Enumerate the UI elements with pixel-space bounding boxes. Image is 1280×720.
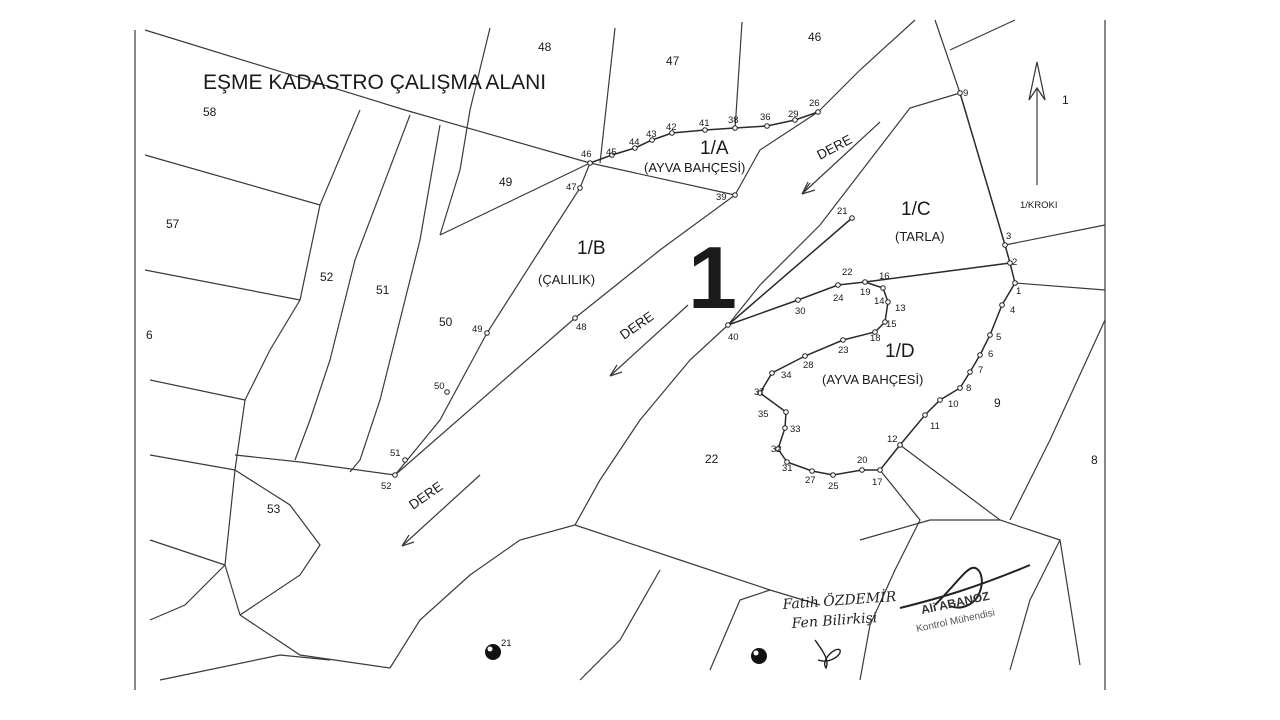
subparcel-1b-code: 1/B — [577, 238, 606, 259]
boundary-point-labels: 9 3 2 1 4 5 6 7 8 10 11 12 17 20 25 27 3… — [381, 88, 1021, 492]
point-label: 3 — [1006, 231, 1011, 242]
survey-markers: 21 — [485, 638, 767, 664]
point-label: 41 — [699, 118, 710, 129]
point-label: 29 — [788, 109, 799, 120]
subparcel-1d-code: 1/D — [885, 341, 915, 362]
point-label: 30 — [795, 306, 806, 317]
subparcel-1c-code: 1/C — [901, 199, 931, 220]
parcel-label: 22 — [705, 452, 719, 466]
parcel-label: 51 — [376, 283, 390, 297]
point-label: 12 — [887, 434, 898, 445]
point-label: 18 — [870, 333, 881, 344]
point-label: 2 — [1012, 257, 1017, 268]
point-label: 43 — [646, 129, 657, 140]
main-parcel-number: 1 — [688, 228, 737, 327]
point-label: 26 — [809, 98, 820, 109]
point-label: 38 — [728, 115, 739, 126]
point-label: 44 — [629, 137, 640, 148]
stream-label: DERE — [406, 479, 445, 513]
subparcel-1c-use: (TARLA) — [895, 229, 945, 244]
kroki-label: 1/KROKI — [1020, 200, 1058, 211]
point-label: 45 — [606, 147, 617, 158]
subparcel-1a-code: 1/A — [700, 138, 729, 159]
point-label: 16 — [879, 271, 890, 282]
point-label: 4 — [1010, 305, 1015, 316]
north-arrow: 1 1/KROKI — [1020, 61, 1069, 211]
parcel-label: 53 — [267, 502, 281, 516]
parcel-label: 9 — [994, 396, 1001, 410]
subparcel-1b-use: (ÇALILIK) — [538, 272, 595, 287]
point-label: 6 — [988, 349, 993, 360]
parcel-label: 58 — [203, 105, 217, 119]
point-label: 17 — [872, 477, 883, 488]
signature-block: Fatih ÖZDEMİR Fen Bilirkişi Ali ABANOZ K… — [781, 564, 1031, 670]
point-label: 27 — [805, 475, 816, 486]
parcel-label: 46 — [808, 30, 822, 44]
parcel-label: 50 — [439, 315, 453, 329]
point-label: 8 — [966, 383, 971, 394]
parcel-label: 8 — [1091, 453, 1098, 467]
point-label: 36 — [760, 112, 771, 123]
point-label: 5 — [996, 332, 1001, 343]
point-label: 48 — [576, 322, 587, 333]
flow-arrow — [801, 121, 881, 195]
point-label: 22 — [842, 267, 853, 278]
point-label: 52 — [381, 481, 392, 492]
surveyor-signature — [814, 639, 841, 670]
frame — [134, 20, 1106, 690]
parcel-label: 49 — [499, 175, 513, 189]
surveyor-title: Fen Bilirkişi — [790, 610, 878, 632]
point-label: 11 — [930, 421, 940, 432]
point-label: 1 — [1016, 286, 1021, 297]
point-label: 7 — [978, 365, 983, 376]
point-label: 31 — [782, 463, 793, 474]
point-label: 47 — [566, 182, 577, 193]
point-label: 37 — [754, 387, 765, 398]
point-label: 21 — [837, 206, 848, 217]
north-label: 1 — [1062, 93, 1069, 107]
point-label: 34 — [781, 370, 792, 381]
subparcel-boundaries — [589, 92, 1016, 476]
stream-label: DERE — [814, 132, 854, 163]
point-label: 51 — [390, 448, 401, 459]
stream-label: DERE — [617, 309, 656, 343]
point-label: 49 — [472, 324, 483, 335]
point-label: 50 — [434, 381, 445, 392]
point-label: 10 — [948, 399, 959, 410]
point-label: 40 — [728, 332, 739, 343]
parcel-label: 48 — [538, 40, 552, 54]
point-label: 20 — [857, 455, 868, 466]
point-label: 23 — [838, 345, 849, 356]
parcel-label: 52 — [320, 270, 334, 284]
controller-signature — [899, 564, 1031, 609]
neighbor-parcel-labels: 58 57 52 51 50 53 49 48 47 46 22 9 8 6 — [146, 30, 1098, 516]
point-label: 14 — [874, 296, 885, 307]
surveyor-name: Fatih ÖZDEMİR — [781, 587, 897, 613]
subparcel-labels: 1/A (AYVA BAHÇESİ) 1/B (ÇALILIK) 1/C (TA… — [538, 138, 945, 387]
point-label: 39 — [716, 192, 727, 203]
marker-label: 21 — [501, 638, 512, 649]
parcel-label: 6 — [146, 328, 153, 342]
point-label: 24 — [833, 293, 844, 304]
point-label: 13 — [895, 303, 906, 314]
parcel-label: 57 — [166, 217, 180, 231]
point-label: 33 — [790, 424, 801, 435]
parcel-label: 47 — [666, 54, 680, 68]
point-label: 9 — [963, 88, 968, 99]
neighbor-boundaries — [144, 19, 1106, 681]
point-label: 46 — [581, 149, 592, 160]
point-label: 25 — [828, 481, 839, 492]
point-label: 35 — [758, 409, 769, 420]
map-title: EŞME KADASTRO ÇALIŞMA ALANI — [203, 71, 546, 94]
subparcel-1d-use: (AYVA BAHÇESİ) — [822, 372, 923, 387]
point-label: 32 — [771, 444, 782, 455]
point-label: 42 — [666, 122, 677, 133]
point-label: 28 — [803, 360, 814, 371]
subparcel-1a-use: (AYVA BAHÇESİ) — [644, 160, 745, 175]
boundary-point-markers — [392, 90, 1018, 478]
point-label: 19 — [860, 287, 871, 298]
point-label: 15 — [886, 319, 897, 330]
